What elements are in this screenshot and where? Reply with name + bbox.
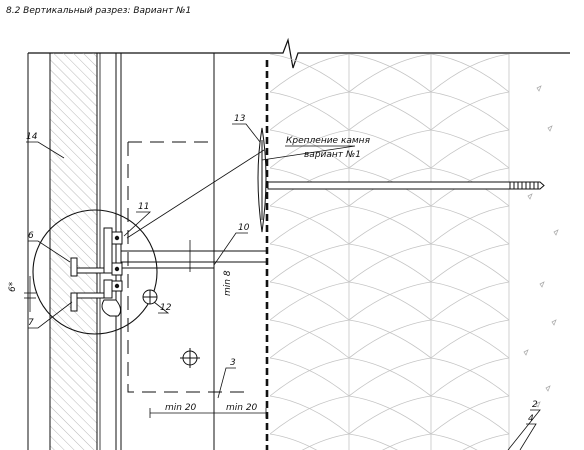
- insulation-wave: [430, 54, 510, 93]
- insulation-wave: [270, 205, 350, 245]
- insulation-wave: [430, 129, 510, 169]
- bracket-hole-icon: [180, 348, 200, 368]
- insulation-wave: [270, 129, 350, 169]
- callout-7: 7: [28, 318, 34, 328]
- insulation-wave: [430, 167, 510, 207]
- insulation-wave: [348, 281, 432, 321]
- detail-circle: [32, 209, 158, 335]
- insulation-wave: [270, 54, 350, 93]
- insulation-wave: [430, 205, 510, 245]
- insulation-wave: [348, 243, 432, 283]
- callout-10: 10: [238, 223, 250, 233]
- insulation-wave: [430, 91, 510, 131]
- bolt-icon: [142, 289, 158, 305]
- insulation-layer: [270, 54, 510, 450]
- dim-min20-left: min 20: [165, 403, 197, 413]
- dimension-lines: [24, 240, 267, 418]
- bracket-plates: [121, 250, 266, 269]
- insulation-wave: [270, 395, 350, 435]
- callout-2: 2: [532, 400, 538, 410]
- note-line-2: вариант №1: [304, 150, 361, 160]
- insulation-wave: [348, 357, 432, 397]
- insulation-wave: [348, 54, 432, 93]
- bracket-dashed-outline: [127, 141, 248, 393]
- concrete-base-marks: [523, 85, 559, 408]
- top-boundary-line: [28, 37, 570, 69]
- insulation-wave: [430, 433, 510, 450]
- callout-6: 6: [28, 231, 34, 241]
- insulation-wave: [348, 129, 432, 169]
- fastening-bolts: [114, 235, 120, 289]
- callout-4: 4: [528, 414, 534, 424]
- insulation-wave: [348, 433, 432, 450]
- dim-six-star: 6*: [8, 281, 18, 292]
- insulation-wave: [430, 243, 510, 283]
- insulation-wave: [270, 167, 350, 207]
- dim-min20-right: min 20: [226, 403, 258, 413]
- insulation-wave: [270, 319, 350, 359]
- anchor-dowel: [257, 127, 545, 233]
- callout-3: 3: [230, 358, 236, 368]
- leader-lines: [26, 123, 541, 450]
- page-title: 8.2 Вертикальный разрез: Вариант №1: [6, 6, 191, 16]
- insulation-wave: [348, 91, 432, 131]
- callout-13: 13: [234, 114, 246, 124]
- note-line-1: Крепление камня: [286, 136, 371, 146]
- insulation-wave: [270, 243, 350, 283]
- dim-min8: min 8: [223, 270, 233, 296]
- insulation-wave: [348, 205, 432, 245]
- insulation-wave: [270, 91, 350, 131]
- insulation-wave: [430, 357, 510, 397]
- stone-slab: [27, 53, 101, 450]
- insulation-wave: [430, 319, 510, 359]
- insulation-wave: [348, 319, 432, 359]
- insulation-wave: [270, 281, 350, 321]
- insulation-wave: [348, 395, 432, 435]
- callout-12: 12: [160, 303, 172, 313]
- callout-11: 11: [138, 202, 149, 212]
- callout-14: 14: [26, 132, 38, 142]
- insulation-wave: [430, 395, 510, 435]
- insulation-wave: [270, 433, 350, 450]
- insulation-wave: [348, 167, 432, 207]
- insulation-wave: [430, 281, 510, 321]
- insulation-wave: [270, 357, 350, 397]
